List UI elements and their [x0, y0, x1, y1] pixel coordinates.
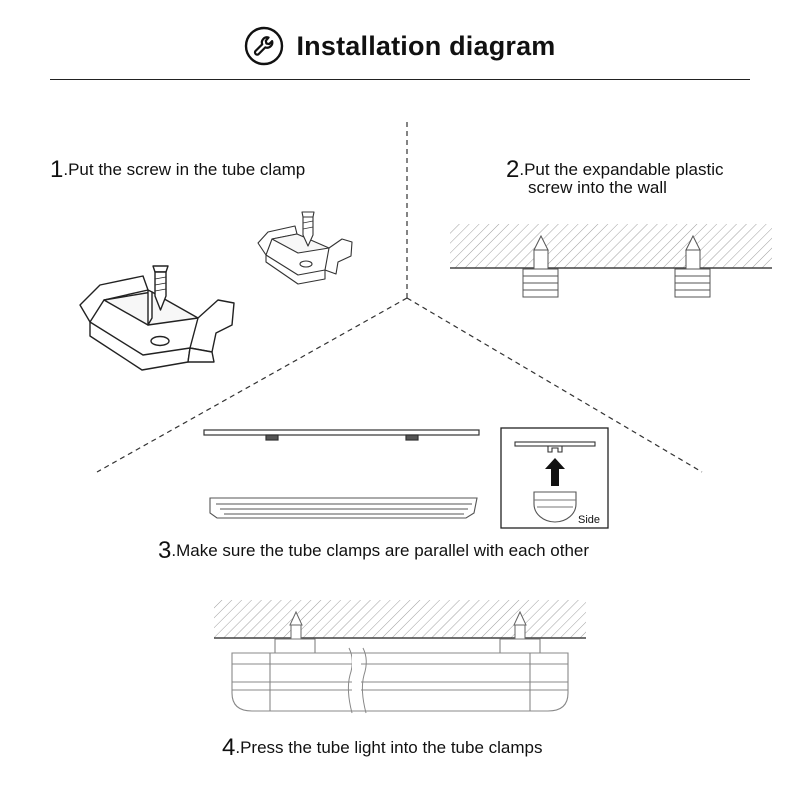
step-text: .Make sure the tube clamps are parallel …: [171, 541, 590, 560]
mounting-rail-with-clamps: [203, 429, 480, 441]
step-text: .Press the tube light into the tube clam…: [235, 738, 543, 757]
side-view-box: [500, 427, 609, 529]
step-2-caption: 2.Put the expandable plastic screw into …: [506, 158, 724, 197]
step-text: .Put the expandable plastic: [519, 160, 724, 179]
wall-anchor-right: [674, 234, 711, 298]
divider-right: [406, 297, 703, 473]
step-4-caption: 4.Press the tube light into the tube cla…: [222, 736, 543, 760]
page-title: Installation diagram: [296, 30, 556, 61]
step-number: 3: [158, 537, 172, 564]
step-number: 4: [222, 734, 236, 761]
step-3-caption: 3.Make sure the tube clamps are parallel…: [158, 539, 590, 563]
wall-anchor-left: [522, 234, 559, 298]
ceiling-hatch: [450, 224, 772, 268]
arrow-up-icon: [545, 458, 565, 486]
wrench-icon: [245, 26, 284, 66]
step-number: 2: [506, 156, 520, 183]
step-text-continued: screw into the wall: [528, 178, 667, 197]
title-divider: [50, 79, 750, 80]
clamp-with-screw-small: [257, 211, 353, 285]
side-view-label: Side: [578, 514, 601, 526]
step-number: 1: [50, 156, 64, 183]
installed-tube-light: [214, 600, 586, 714]
tube-light: [209, 497, 478, 519]
ceiling-with-anchors: [450, 224, 772, 298]
clamp-with-screw-large: [79, 265, 235, 371]
dashed-dividers: [96, 122, 703, 473]
header: Installation diagram: [0, 20, 800, 72]
step-text: .Put the screw in the tube clamp: [63, 160, 306, 179]
step-1-caption: 1.Put the screw in the tube clamp: [50, 158, 306, 182]
divider-left: [96, 297, 408, 473]
